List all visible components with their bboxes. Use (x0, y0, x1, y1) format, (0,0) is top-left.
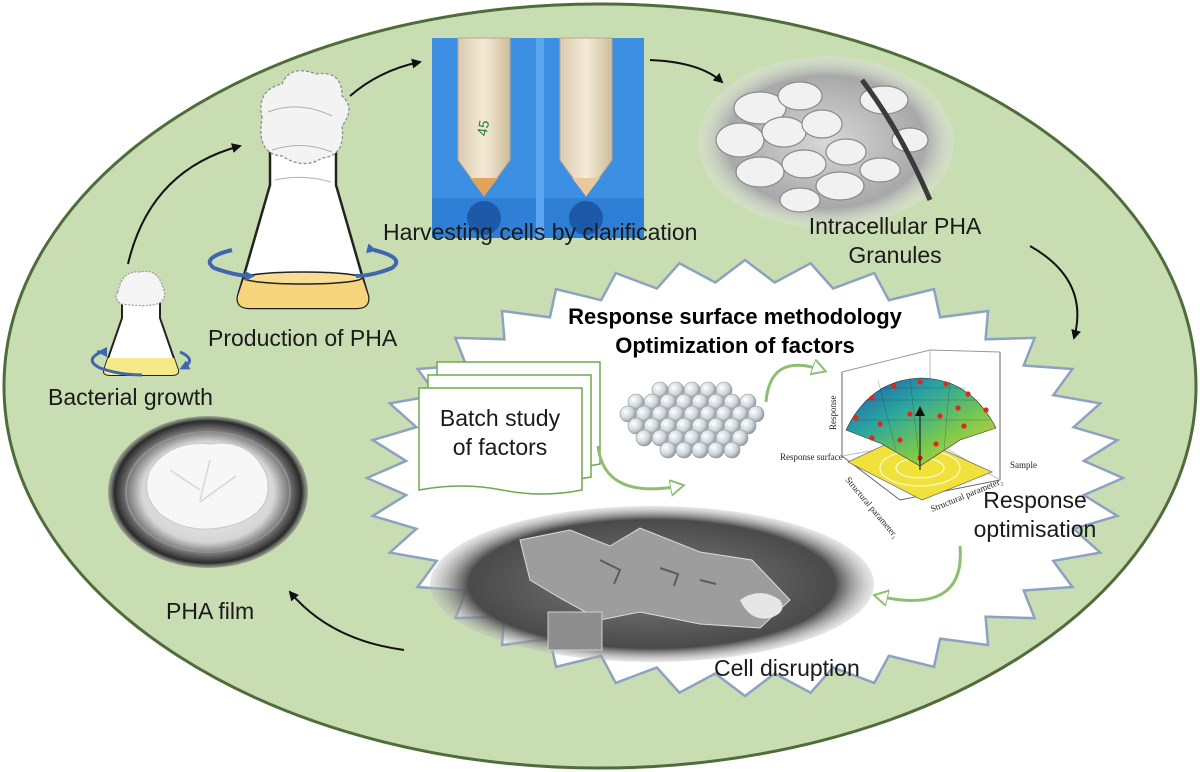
small-flask-icon (102, 270, 180, 376)
granule-1 (777, 81, 823, 111)
granule-3 (761, 116, 807, 148)
label-response-line2: optimisation (973, 515, 1097, 542)
granules-micrograph (698, 56, 954, 228)
sample-label: Sample (1010, 460, 1037, 470)
flow-arrows (127, 58, 1081, 651)
sample-point-9 (937, 413, 943, 419)
green-arrow-batch (596, 445, 680, 489)
sample-point-7 (877, 421, 883, 427)
granule-7 (825, 138, 867, 166)
pha-film-photo (108, 416, 308, 568)
arrow-harvest-to-granules (649, 59, 724, 84)
bead-38 (675, 441, 693, 459)
bead-12 (739, 393, 757, 411)
label-granules-line2: Granules (848, 241, 942, 268)
sample-point-10 (961, 423, 967, 429)
label-pha-film: PHA film (166, 598, 255, 624)
bead-36 (731, 429, 749, 447)
production-flask-icon (236, 70, 370, 310)
arrow-production-to-harvest (349, 58, 422, 97)
sample-point-14 (955, 405, 961, 411)
bead-4 (715, 381, 733, 399)
batch-study-sheets (418, 361, 601, 495)
bead-39 (691, 441, 709, 459)
green-arrow-beads (764, 365, 822, 403)
tube-marking: 45 (474, 119, 492, 137)
arrow-disruption-to-film (288, 590, 405, 651)
bead-30 (635, 429, 653, 447)
sample-point-1 (869, 395, 875, 401)
granule-6 (781, 149, 827, 179)
bead-21 (747, 405, 765, 423)
arrow-growth-to-production (127, 143, 242, 265)
bead-29 (739, 417, 757, 435)
granule-0 (733, 91, 787, 125)
sample-point-5 (965, 391, 971, 397)
bead-37 (659, 441, 677, 459)
green-arrows (596, 365, 962, 600)
label-bacterial-growth: Bacterial growth (48, 384, 213, 410)
sample-point-6 (983, 407, 989, 413)
sample-point-11 (897, 437, 903, 443)
granule-12 (779, 187, 821, 213)
sample-point-0 (853, 415, 859, 421)
production-flask-rotation-icon (207, 243, 399, 281)
z-axis-label: Response (828, 395, 838, 430)
rsm-title: Response surface methodology Optimizatio… (530, 303, 940, 360)
bead-40 (707, 441, 725, 459)
label-intracellular-granules: Intracellular PHA Granules (760, 212, 1030, 270)
cell-disruption-micrograph (430, 506, 874, 662)
label-granules-line1: Intracellular PHA (808, 213, 982, 239)
sample-point-8 (907, 411, 913, 417)
sample-point-2 (891, 383, 897, 389)
granule-2 (715, 122, 765, 158)
sample-point-12 (933, 441, 939, 447)
label-batch-line1: Batch study (439, 405, 561, 431)
label-cell-disruption: Cell disruption (714, 655, 860, 681)
sample-point-3 (917, 379, 923, 385)
response-surface-plot: Response Response surface Sample Structu… (780, 349, 1037, 540)
granule-8 (815, 171, 865, 201)
glass-beads-image (619, 381, 765, 459)
sample-point-15 (869, 435, 875, 441)
bead-41 (723, 441, 741, 459)
label-batch-line2: of factors (452, 433, 548, 460)
granule-5 (735, 156, 785, 188)
label-batch-study: Batch study of factors (420, 404, 580, 462)
sample-point-4 (943, 381, 949, 387)
label-production-of-pha: Production of PHA (208, 325, 398, 351)
label-harvesting: Harvesting cells by clarification (383, 219, 698, 245)
label-response-optimisation: Response optimisation (955, 486, 1115, 544)
granule-4 (801, 109, 843, 139)
response-surface-label: Response surface (780, 452, 843, 462)
rsm-title-line2: Optimization of factors (615, 332, 855, 358)
small-flask-rotation-icon (90, 347, 191, 377)
centrifuge-tubes-photo: 45 (432, 37, 644, 238)
label-response-line1: Response (983, 487, 1087, 513)
rsm-title-line1: Response surface methodology (568, 304, 902, 329)
arrow-granules-to-rsm (1029, 245, 1081, 340)
green-arrow-response (878, 545, 962, 600)
granule-9 (859, 157, 901, 183)
